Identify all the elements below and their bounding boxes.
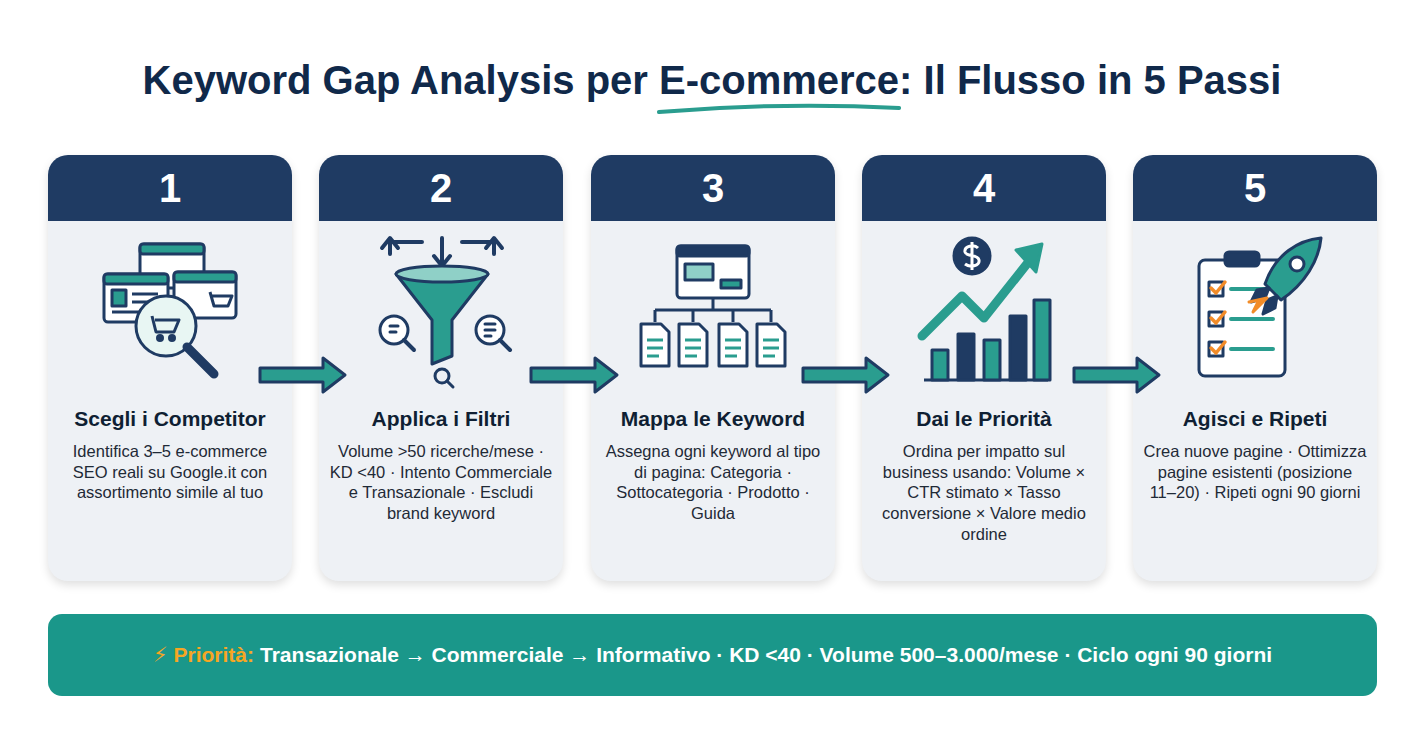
step-heading: Agisci e Ripeti <box>1143 407 1367 431</box>
step-content: Dai le PrioritàOrdina per impatto sul bu… <box>872 407 1096 544</box>
step-number: 5 <box>1244 166 1266 211</box>
growth-chart-icon <box>922 238 1050 380</box>
step-content: Applica i FiltriVolume >50 ricerche/mese… <box>329 407 553 524</box>
step-number: 1 <box>159 166 181 211</box>
step-header-band: 5 <box>1133 155 1377 221</box>
priority-band: ⚡ Priorità:Transazionale → Commerciale →… <box>48 614 1377 696</box>
flow-arrow <box>531 358 617 392</box>
step-heading: Applica i Filtri <box>329 407 553 431</box>
step-description: Assegna ogni keyword al tipo di pagina: … <box>601 441 825 524</box>
step-header-band: 2 <box>319 155 563 221</box>
step-heading: Dai le Priorità <box>872 407 1096 431</box>
step-card: 3Mappa le KeywordAssegna ogni keyword al… <box>591 155 835 581</box>
flow-arrow <box>1074 358 1159 392</box>
step-description: Identifica 3–5 e-commerce SEO reali su G… <box>58 441 282 503</box>
step-content: Mappa le KeywordAssegna ogni keyword al … <box>601 407 825 524</box>
site-tree-icon <box>641 246 785 366</box>
flow-arrow <box>260 358 345 392</box>
step-header-band: 3 <box>591 155 835 221</box>
step-heading: Scegli i Competitor <box>58 407 282 431</box>
step-header-band: 4 <box>862 155 1106 221</box>
step-header-band: 1 <box>48 155 292 221</box>
step-number: 2 <box>430 166 452 211</box>
step-heading: Mappa le Keyword <box>601 407 825 431</box>
competitor-icon <box>104 244 236 374</box>
checklist-rocket-icon <box>1199 238 1321 376</box>
step-card: 1Scegli i CompetitorIdentifica 3–5 e-com… <box>48 155 292 581</box>
priority-text: Transazionale → Commerciale → Informativ… <box>260 643 1272 667</box>
filter-funnel-icon <box>380 238 510 387</box>
step-description: Volume >50 ricerche/mese · KD <40 · Inte… <box>329 441 553 524</box>
flow-arrow <box>803 358 888 392</box>
diagram-title: Keyword Gap Analysis per E-commerce: Il … <box>0 58 1424 103</box>
title-underline <box>659 106 899 112</box>
step-content: Scegli i CompetitorIdentifica 3–5 e-comm… <box>58 407 282 503</box>
step-number: 3 <box>702 166 724 211</box>
step-number: 4 <box>973 166 995 211</box>
step-content: Agisci e RipetiCrea nuove pagine · Ottim… <box>1143 407 1367 503</box>
step-description: Crea nuove pagine · Ottimizza pagine esi… <box>1143 441 1367 503</box>
step-description: Ordina per impatto sul business usando: … <box>872 441 1096 544</box>
priority-label: ⚡ Priorità: <box>153 643 254 667</box>
